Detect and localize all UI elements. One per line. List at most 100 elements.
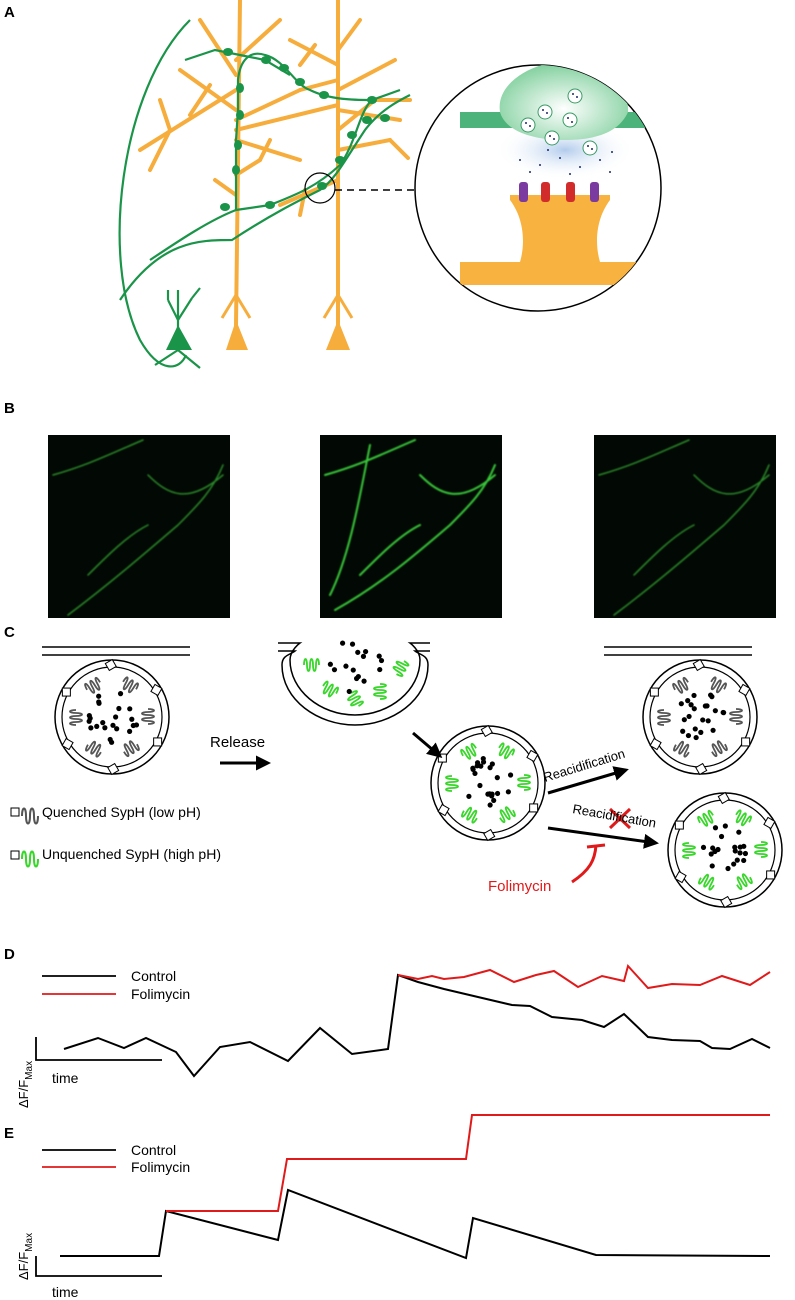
transmitter-dot xyxy=(685,698,691,704)
transmitter-dot xyxy=(100,720,106,726)
transmitter-dot xyxy=(86,712,92,719)
xlabel-d: time xyxy=(52,1070,79,1086)
syph-protein xyxy=(735,809,752,827)
syph-protein xyxy=(123,740,140,758)
syph-protein xyxy=(69,709,83,726)
zoom-marker xyxy=(304,172,336,204)
vesicle-pump xyxy=(437,753,447,763)
transmitter-dot xyxy=(133,722,140,728)
syph-protein xyxy=(461,806,478,824)
syph-protein xyxy=(754,841,768,858)
transmitter-dot xyxy=(700,717,706,723)
transmitter-dot xyxy=(688,702,694,708)
transmitter-dot xyxy=(737,850,743,856)
transmitter-dot xyxy=(692,726,698,732)
legend-control-label-d: Control xyxy=(131,968,176,984)
vesicle-pump xyxy=(480,724,493,738)
syph-protein xyxy=(445,775,459,792)
transmitter-dot xyxy=(353,675,360,682)
vesicle-pump xyxy=(649,687,659,697)
transmitter-dot xyxy=(736,829,742,835)
vesicle-pump xyxy=(720,895,733,909)
transmitter-dot xyxy=(691,692,697,699)
vesicle-pump xyxy=(674,870,687,884)
legend-folimycin-label-e: Folimycin xyxy=(131,1159,190,1175)
transmitter-dot xyxy=(116,705,122,712)
panel-e-plot: Control Folimycin time ΔF/FMax xyxy=(16,1114,771,1300)
vesicle-pump xyxy=(717,791,730,805)
transmitter-dot xyxy=(107,736,113,743)
transmitter-dot xyxy=(709,694,715,700)
micrograph-stimulated xyxy=(320,435,502,618)
transmitter-dot xyxy=(715,846,721,853)
syph-protein xyxy=(347,690,364,707)
transmitter-dot xyxy=(113,714,119,720)
transmitter-dot xyxy=(350,667,356,673)
syph-protein xyxy=(141,708,155,725)
transmitter-dot xyxy=(731,861,737,867)
ylabel-d: ΔF/FMax xyxy=(16,1061,35,1108)
transmitter-dot xyxy=(361,678,367,684)
folimycin-label: Folimycin xyxy=(488,878,551,895)
vesicle-pump xyxy=(61,687,71,697)
panel-a-neurons xyxy=(118,0,415,369)
release-label: Release xyxy=(210,734,265,751)
transmitter-dot xyxy=(712,708,718,714)
reacidification-label: Reacidification xyxy=(541,746,626,785)
transmitter-dot xyxy=(378,657,385,664)
vesicle-pump xyxy=(107,762,120,776)
green-soma xyxy=(166,325,192,350)
transmitter-dot xyxy=(704,703,710,709)
vesicle-quenched-1 xyxy=(54,659,170,775)
legend-quenched-label: Quenched SypH (low pH) xyxy=(42,804,201,820)
transmitter-dot xyxy=(343,663,349,669)
panel-d-plot: Control Folimycin time ΔF/FMax xyxy=(16,963,771,1108)
transmitter-dot xyxy=(355,649,361,655)
transmitter-dot xyxy=(686,713,692,720)
transmitter-dot xyxy=(360,653,367,659)
transmitter-dot xyxy=(339,640,346,646)
transmitter-dot xyxy=(678,701,684,707)
transmitter-dot xyxy=(721,710,727,716)
micrograph-before xyxy=(48,435,230,618)
micrograph-recovered xyxy=(594,435,776,618)
syph-protein xyxy=(517,774,531,791)
panel-e-letter: E xyxy=(4,1125,15,1142)
transmitter-dot xyxy=(349,641,356,647)
syph-protein xyxy=(736,873,753,891)
vesicle-pump xyxy=(104,658,117,672)
syph-protein xyxy=(729,708,743,725)
orange-soma-1 xyxy=(226,320,248,350)
vesicle-pump xyxy=(692,658,705,672)
transmitter-dot xyxy=(489,761,495,767)
transmitter-dot xyxy=(487,802,493,808)
vesicle-pump xyxy=(153,737,163,747)
folimycin-trace-e xyxy=(166,1114,770,1212)
legend-unquenched-icon xyxy=(10,850,39,868)
transmitter-dot xyxy=(331,667,338,673)
transmitter-dot xyxy=(466,793,472,799)
transmitter-dot xyxy=(96,693,102,699)
transmitter-dot xyxy=(478,763,484,769)
syph-protein xyxy=(697,809,714,827)
transmitter-dot xyxy=(96,700,102,706)
axon xyxy=(118,19,411,369)
transmitter-dot xyxy=(88,725,94,731)
vesicle-pump xyxy=(695,762,708,776)
transmitter-dot xyxy=(718,833,725,840)
syph-protein xyxy=(122,676,139,694)
syph-protein xyxy=(710,676,727,694)
panel-c-schematic: Release Reacidification Reacidification … xyxy=(10,640,783,909)
transmitter-dot xyxy=(705,718,711,724)
reacidification-arrow xyxy=(547,766,629,795)
control-trace-e xyxy=(60,1188,771,1260)
syph-protein xyxy=(373,683,387,700)
orange-soma-2 xyxy=(326,320,350,350)
transmitter-dot xyxy=(86,718,92,724)
transmitter-dot xyxy=(470,766,476,773)
transmitter-dot xyxy=(327,661,333,667)
vesicle-reacidified xyxy=(642,659,758,775)
transmitter-dot xyxy=(494,790,501,797)
syph-protein xyxy=(460,742,477,760)
transmitter-dot xyxy=(507,772,514,778)
